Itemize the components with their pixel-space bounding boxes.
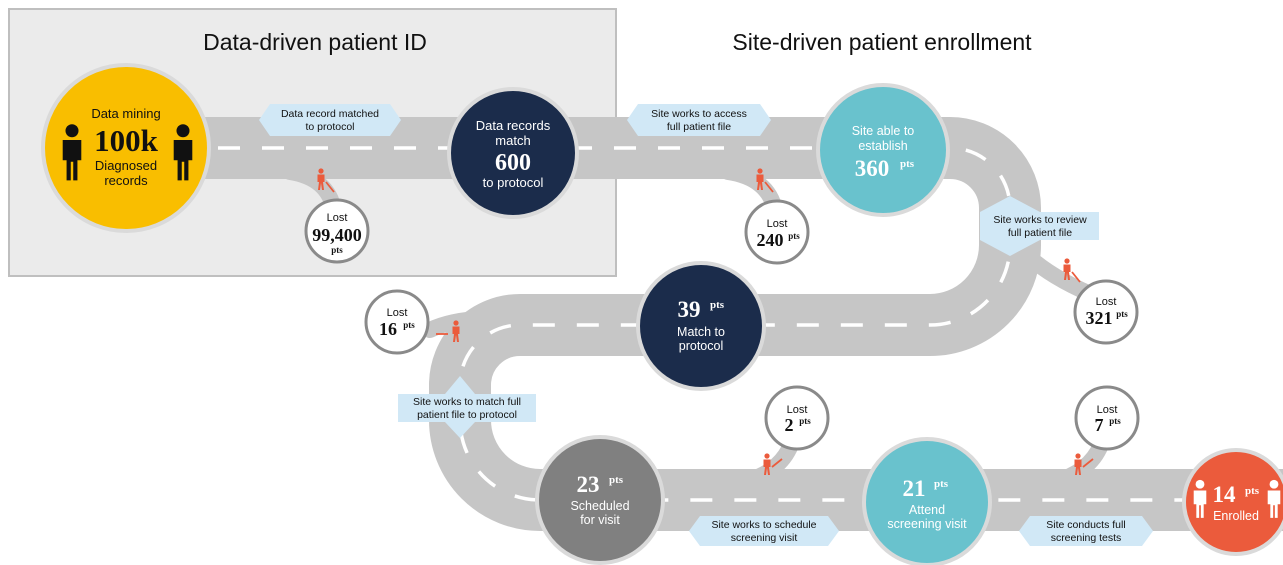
loss-unit: pts [1116,309,1128,319]
loss-unit: pts [799,416,811,426]
road-sign-line1: Site works to match full [413,396,521,408]
stage-value: 21 [903,476,926,501]
road-sign-line2: to protocol [305,121,354,133]
stage-site-able: Site able to establish 360 pts [816,83,950,217]
road-sign-line1: Site works to review [993,214,1087,226]
stage-unit: pts [900,158,915,170]
loss-unit: pts [403,320,415,330]
stage-line1: Data mining [91,106,160,121]
road-sign: Site works to access full patient file [627,104,771,136]
road-sign: Site works to match full patient file to… [398,376,536,438]
stage-line2: Diagnosed [95,158,157,173]
stage-value: 360 [855,156,890,181]
road-sign-line2: full patient file [667,121,731,133]
loss-marker: Lost 321 pts [1073,279,1139,345]
stage-line2: for visit [580,513,620,527]
loss-value: 240 [757,230,784,250]
stage-line1: Site able to [852,124,915,138]
stage-line1: Scheduled [570,499,629,513]
stage-line3: records [104,173,148,188]
road-sign-line1: Site conducts full [1046,519,1125,531]
stage-match-protocol: 39 pts Match to protocol [636,261,766,391]
loss-label: Lost [1096,296,1117,308]
stage-value: 23 [577,472,600,497]
stage-unit: pts [1245,485,1260,497]
stage-enrolled: 14 pts Enrolled [1182,448,1283,556]
stage-unit: pts [934,478,949,490]
loss-marker: Lost 99,400 pts [304,198,370,264]
road-sign-line2: screening visit [731,532,798,544]
stage-value: 600 [495,150,531,176]
stage-value: 14 [1213,482,1237,507]
stage-unit: pts [710,299,725,311]
loss-unit: pts [788,231,800,241]
loss-label: Lost [787,404,808,416]
loss-label: Lost [327,212,348,224]
road-sign: Site works to review full patient file [980,196,1099,256]
loss-value: 99,400 [312,225,362,245]
road-sign-line1: Data record matched [281,108,379,120]
loss-marker: Lost 7 pts [1074,385,1140,451]
stage-attend: 21 pts Attend screening visit [862,437,992,565]
loss-value: 16 [379,319,397,339]
exit-walkers [317,168,1094,475]
stage-value: 39 [678,297,701,322]
loss-label: Lost [387,307,408,319]
stage-line1: Match to [677,325,725,339]
stage-line2: establish [858,139,907,153]
loss-marker: Lost 240 pts [744,199,810,265]
stage-unit: pts [609,474,624,486]
stage-line2: match [495,133,530,148]
stage-line1: Data records [476,118,551,133]
stage-scheduled: 23 pts Scheduled for visit [535,435,665,565]
loss-value: 7 [1095,415,1104,435]
loss-label: Lost [1097,404,1118,416]
road-sign: Site conducts full screening tests [1019,516,1153,546]
loss-unit: pts [331,245,343,255]
stage-line1: Enrolled [1213,509,1259,523]
stage-line2: screening visit [887,517,967,531]
loss-marker: Lost 16 pts [364,289,430,355]
road-sign: Site works to schedule screening visit [689,516,839,546]
stage-line1: Attend [909,503,945,517]
stage-value: 100k [94,123,159,158]
heading-data-driven: Data-driven patient ID [203,29,427,55]
loss-unit: pts [1109,416,1121,426]
loss-value: 2 [785,415,794,435]
heading-site-driven: Site-driven patient enrollment [732,29,1032,55]
road-sign-line1: Site works to access [651,108,747,120]
road-sign-line2: screening tests [1051,532,1122,544]
stage-line2: protocol [679,339,723,353]
road-sign-line2: patient file to protocol [417,409,517,421]
road-sign-line1: Site works to schedule [711,519,816,531]
stage-data-records-match: Data records match 600 to protocol [447,87,579,219]
loss-label: Lost [767,218,788,230]
loss-marker: Lost 2 pts [764,385,830,451]
stage-line3: to protocol [483,175,544,190]
stage-data-mining: Data mining 100k Diagnosed records [41,63,211,233]
loss-value: 321 [1086,308,1113,328]
road-sign: Data record matched to protocol [259,104,401,136]
road-sign-line2: full patient file [1008,227,1072,239]
